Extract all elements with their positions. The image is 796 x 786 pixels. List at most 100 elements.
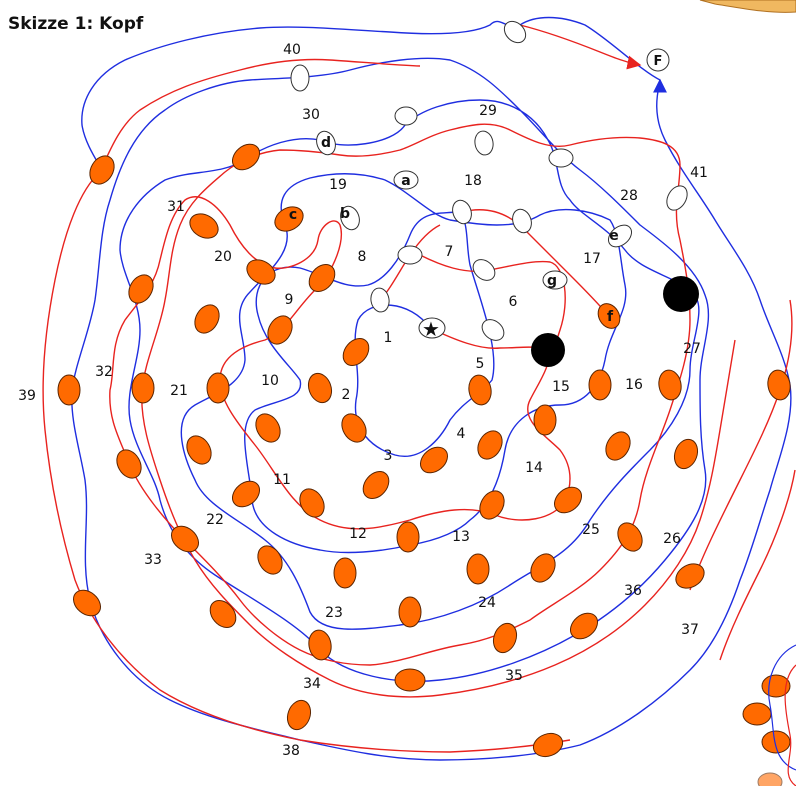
open-crossing — [397, 245, 423, 265]
filled-crossing — [605, 431, 631, 461]
region-number: 35 — [505, 668, 523, 684]
filled-crossing — [206, 372, 230, 404]
open-crossing — [340, 205, 360, 231]
region-number: 37 — [681, 622, 699, 638]
region-number: 15 — [552, 379, 570, 395]
filled-crossing — [232, 480, 260, 508]
filled-crossing — [299, 488, 325, 518]
red-thread — [42, 24, 796, 753]
open-crossing — [474, 130, 494, 156]
region-number: 33 — [144, 552, 162, 568]
region-number: 28 — [620, 188, 638, 204]
pair-letter: e — [609, 228, 619, 244]
pair-letter: c — [289, 207, 297, 223]
region-number: 32 — [95, 364, 113, 380]
open-crossing — [393, 170, 419, 190]
open-crossing — [512, 208, 532, 234]
region-number: 39 — [18, 388, 36, 404]
finish-label: F — [654, 54, 663, 69]
region-number: 38 — [282, 743, 300, 759]
region-number: 25 — [582, 522, 600, 538]
filled-crossing — [286, 699, 312, 731]
filled-crossing — [466, 553, 490, 585]
filled-crossing — [333, 557, 357, 589]
open-crossing — [394, 106, 418, 126]
filled-crossing — [477, 430, 503, 460]
filled-crossing — [420, 446, 448, 474]
filled-crossing — [658, 369, 682, 401]
open-crossings — [290, 20, 688, 341]
open-crossing — [418, 317, 446, 339]
region-number: 30 — [302, 107, 320, 123]
region-number: 34 — [303, 676, 321, 692]
filled-crossing — [209, 600, 237, 628]
region-number: 41 — [690, 165, 708, 181]
region-number: 26 — [663, 531, 681, 547]
filled-crossing — [492, 622, 518, 654]
region-number: 7 — [445, 244, 454, 260]
open-crossing — [548, 148, 574, 168]
filled-crossing — [89, 155, 115, 185]
region-number: 23 — [325, 605, 343, 621]
region-number: 27 — [683, 341, 701, 357]
region-number: 9 — [285, 292, 294, 308]
region-number: 36 — [624, 583, 642, 599]
region-number: 8 — [358, 249, 367, 265]
pin — [663, 276, 699, 312]
open-crossing — [542, 270, 568, 290]
region-number: 11 — [273, 472, 291, 488]
filled-crossing — [194, 304, 220, 334]
filled-crossing — [267, 315, 293, 345]
blue-thread — [71, 16, 792, 761]
filled-crossing — [532, 732, 564, 758]
region-number: 29 — [479, 103, 497, 119]
filled-crossings — [57, 143, 791, 786]
filled-crossing — [468, 374, 492, 406]
filled-crossing — [257, 545, 283, 575]
filled-crossing — [342, 338, 370, 366]
region-number: 40 — [283, 42, 301, 58]
open-crossing — [666, 185, 688, 211]
region-number: 17 — [583, 251, 601, 267]
filled-crossing — [308, 629, 332, 661]
region-number: 6 — [509, 294, 518, 310]
filled-crossing — [673, 438, 699, 470]
region-number: 21 — [170, 383, 188, 399]
pins — [531, 276, 699, 367]
region-number: 18 — [464, 173, 482, 189]
filled-crossing — [761, 730, 791, 754]
region-number: 1 — [384, 330, 393, 346]
region-numbers: 1 2 3 4 5 6 7 8 9 10 11 12 13 14 15 16 1… — [18, 42, 708, 759]
filled-crossing — [617, 522, 643, 552]
filled-crossing — [362, 471, 390, 499]
filled-crossing — [742, 702, 772, 726]
region-number: 3 — [384, 448, 393, 464]
pair-letter: d — [321, 135, 331, 151]
filled-crossing — [533, 404, 557, 436]
filled-crossing — [57, 374, 81, 406]
region-number: 4 — [457, 426, 466, 442]
region-number: 5 — [476, 356, 485, 372]
region-number: 19 — [329, 177, 347, 193]
filled-crossing — [186, 435, 212, 465]
corner-threads — [768, 644, 796, 786]
region-number: 24 — [478, 595, 496, 611]
filled-crossing — [530, 553, 556, 583]
diagram-title: Skizze 1: Kopf — [8, 14, 144, 34]
region-number: 2 — [342, 387, 351, 403]
filled-crossing — [396, 521, 420, 553]
open-crossing — [607, 224, 633, 248]
filled-crossing — [246, 259, 276, 285]
region-number: 20 — [214, 249, 232, 265]
pair-letter: g — [547, 273, 557, 289]
filled-crossing — [274, 206, 304, 232]
filled-crossing — [73, 589, 101, 617]
region-number: 14 — [525, 460, 543, 476]
open-crossing — [472, 259, 496, 281]
filled-crossing — [131, 372, 155, 404]
filled-crossing — [570, 612, 598, 640]
filled-crossing — [308, 264, 336, 292]
filled-crossing — [394, 668, 426, 692]
